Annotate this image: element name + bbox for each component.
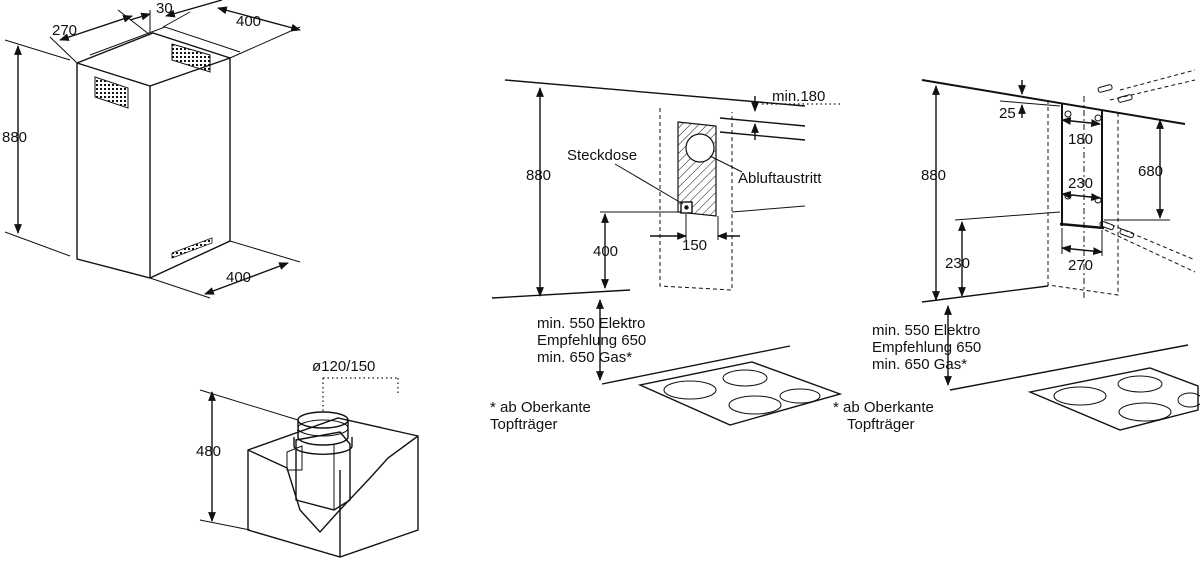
wd2-ceiling-line (921, 79, 1186, 125)
wd2-cooktop (1027, 367, 1199, 431)
wd2-footnote-line2: Topfträger (847, 416, 915, 433)
wd2-inner-top-label: 180 (1068, 131, 1093, 148)
box-outline (247, 417, 419, 558)
hood-top-plate (89, 26, 241, 56)
wd1-cooktop (637, 361, 843, 426)
wd1-hood-outline (659, 108, 733, 291)
wd1-ceiling-line (504, 79, 806, 107)
wall-diagram-1: 150 880 400 min.180 Steckdose Abluftaust… (490, 79, 843, 433)
box-height-label: 480 (196, 443, 221, 460)
hood-grille-top (171, 43, 211, 73)
wd1-counter-line (601, 345, 791, 385)
wd2-bottom-width-label: 270 (1068, 257, 1093, 274)
wd2-bracket-bottom (1059, 222, 1105, 230)
wd1-exhaust-circle (685, 133, 715, 163)
wd1-socket-label: Steckdose (567, 147, 637, 164)
hood-top-edge-side (149, 57, 231, 87)
wd2-hood-outline (1047, 100, 1119, 296)
wd2-screws (1097, 69, 1196, 273)
wd1-socket-height-label: 400 (593, 243, 618, 260)
box-duct (295, 431, 351, 511)
hood-depth-top-dim-line (217, 6, 301, 32)
wd1-note-line1: min. 550 Elektro (537, 315, 645, 332)
box-unit: 480 ø120/150 (196, 358, 419, 558)
hood-width-label: 270 (52, 22, 77, 39)
wd2-note-line3: min. 650 Gas* (872, 356, 967, 373)
hood-control-strip (171, 237, 213, 259)
box-diameter-label: ø120/150 (312, 358, 375, 375)
wd1-exhaust-label: Abluftaustritt (738, 170, 822, 187)
wd2-bottom-height-label: 230 (945, 255, 970, 272)
wd1-min-top-label: min.180 (772, 88, 825, 105)
wall-diagram-2: 180 230 270 25 680 880 230 min. 550 Elek… (833, 69, 1200, 433)
wd2-footnote-line1: * ab Oberkante (833, 399, 934, 416)
hood-depth-bottom-label: 400 (226, 269, 251, 286)
wd2-height-label: 880 (921, 167, 946, 184)
hood-grille-front (94, 76, 129, 109)
wd2-right-height-label: 680 (1138, 163, 1163, 180)
wd1-height-label: 880 (526, 167, 551, 184)
wd1-footnote-line2: Topfträger (490, 416, 558, 433)
wd2-note-line1: min. 550 Elektro (872, 322, 980, 339)
wd2-base-line (921, 285, 1049, 303)
wd2-inner-mid-label: 230 (1068, 175, 1093, 192)
hood-depth-top-label: 400 (236, 13, 261, 30)
wd1-note-line2: Empfehlung 650 (537, 332, 646, 349)
hood-offset-label: 30 (156, 0, 173, 17)
wd1-base-line (491, 289, 631, 299)
wd1-footnote-line1: * ab Oberkante (490, 399, 591, 416)
wd2-note-line2: Empfehlung 650 (872, 339, 981, 356)
hood-depth-bottom-dim-line (204, 262, 289, 295)
wd2-counter-line (949, 344, 1189, 391)
hood-width-dim-line (59, 15, 133, 41)
hood-unit: 880 270 30 400 400 (2, 0, 301, 299)
hood-height-label: 880 (2, 129, 27, 146)
hood-top-edge-front (76, 62, 151, 87)
wd1-socket-width-label: 150 (682, 237, 707, 254)
box-cutout (247, 435, 419, 534)
wd2-top-gap-label: 25 (999, 105, 1016, 122)
wd1-note-line3: min. 650 Gas* (537, 349, 632, 366)
